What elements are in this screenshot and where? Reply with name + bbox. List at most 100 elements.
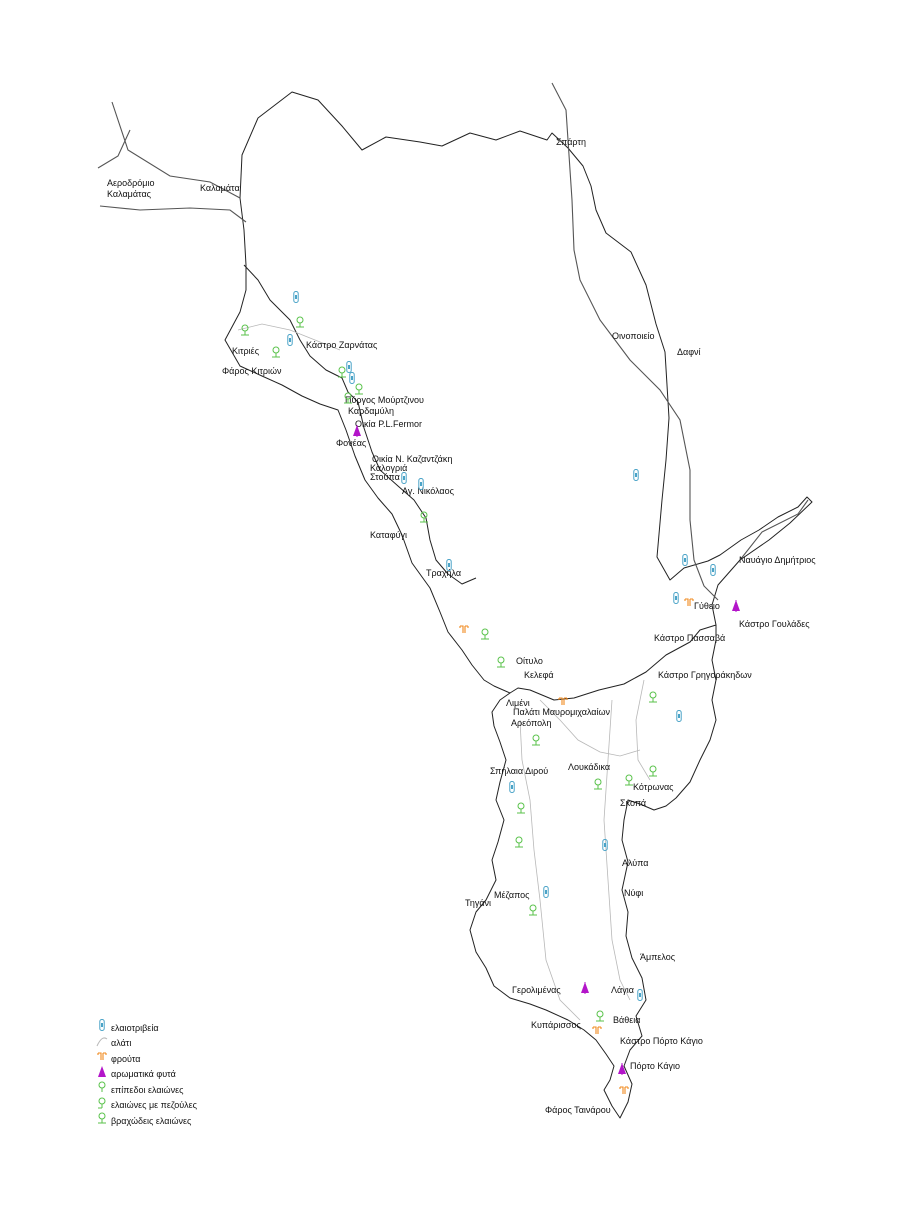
legend-item: αρωματικά φυτά	[96, 1065, 197, 1084]
flat-olive-grove-icon	[96, 1080, 111, 1099]
road-west-airport	[97, 129, 131, 169]
legend-label: επίπεδοι ελαιώνες	[111, 1084, 184, 1095]
place-label: Σπήλαια Διρού	[490, 766, 548, 776]
place-label: Νύφι	[624, 888, 643, 898]
olive-press-icon	[346, 361, 352, 373]
rocky-olive-grove-icon	[96, 1111, 111, 1130]
legend-item: βραχώδεις ελαιώνες	[96, 1111, 197, 1130]
place-label: Ναυάγιο Δημήτριος	[739, 555, 816, 565]
olive-grove-icon	[648, 691, 658, 703]
olive-press-icon	[509, 781, 515, 793]
aromatic-plant-icon	[96, 1065, 111, 1084]
place-label: Καρδαμύλη	[348, 406, 394, 416]
olive-press-icon	[293, 291, 299, 303]
salt-route-5	[635, 679, 651, 781]
place-label: Οικία Ν. Καζαντζάκη	[372, 454, 452, 464]
place-label: Καταφύγι	[370, 530, 407, 540]
map-symbols	[240, 291, 741, 1095]
place-label: Τηγάνι	[465, 898, 491, 908]
legend-item: αλάτι	[96, 1036, 197, 1052]
olive-press-icon	[637, 989, 643, 1001]
legend-label: αρωματικά φυτά	[111, 1069, 176, 1080]
olive-grove-icon	[516, 802, 526, 814]
place-label: Κάστρο Γρηγοράκηδων	[658, 670, 752, 680]
olive-grove-icon	[240, 324, 250, 336]
olive-grove-icon	[496, 656, 506, 668]
place-label: Αλύπα	[622, 858, 649, 868]
olive-grove-icon	[595, 1010, 605, 1022]
olive-press-icon	[602, 839, 608, 851]
place-label: Άμπελος	[640, 952, 676, 962]
place-label: Παλάτι Μαυρομιχαλαίων	[513, 707, 611, 717]
olive-grove-icon	[531, 734, 541, 746]
place-label: Μέζαπος	[494, 890, 530, 900]
place-label: Καλαμάτας	[107, 189, 152, 199]
salt-route-4	[603, 699, 631, 1001]
olive-press-icon	[710, 564, 716, 576]
place-label: Βάθεια	[613, 1015, 640, 1025]
place-label: Φάρος Ταινάρου	[545, 1105, 611, 1115]
fruit-icon	[592, 1026, 602, 1035]
terraced-olive-grove-icon	[96, 1096, 111, 1115]
salt-route-icon	[96, 1034, 111, 1053]
legend-label: ελαιώνες με πεζούλες	[111, 1100, 198, 1111]
place-label: Αγ. Νικόλαος	[402, 486, 455, 496]
place-label: Κυπάρισσος	[531, 1020, 581, 1030]
place-label: Λουκάδικα	[568, 762, 610, 772]
olive-grove-icon	[593, 778, 603, 790]
aromatic-plant-icon	[731, 599, 741, 613]
place-label: Φονέας	[336, 438, 367, 448]
place-labels: ΣπάρτηΑεροδρόμιοΚαλαμάταςΚαλαμάταΚάστρο …	[107, 137, 816, 1115]
olive-press-icon	[287, 334, 293, 346]
place-label: Οικία P.L.Fermor	[355, 419, 422, 429]
legend: ελαιοτριβεία αλάτι φρούτα αρωματικά φυτά επί…	[96, 1019, 198, 1130]
olive-grove-icon	[295, 316, 305, 328]
place-label: Σπάρτη	[556, 137, 586, 147]
place-label: Στούπα	[370, 472, 400, 482]
west-shore-detail	[243, 264, 477, 585]
place-label: Δαφνί	[677, 347, 701, 357]
legend-label: φρούτα	[111, 1053, 141, 1064]
olive-press-icon	[633, 469, 639, 481]
place-label: Οίτυλο	[516, 656, 543, 666]
aromatic-plant-icon	[580, 981, 590, 995]
legend-label: αλάτι	[111, 1038, 132, 1049]
olive-press-icon	[401, 472, 407, 484]
salt-route-3	[519, 719, 581, 1021]
legend-label: ελαιοτριβεία	[111, 1022, 159, 1033]
olive-grove-icon	[528, 904, 538, 916]
place-label: Λιμένι	[506, 698, 530, 708]
road-east	[739, 499, 809, 561]
legend-item: ελαιώνες με πεζούλες	[96, 1096, 198, 1115]
fruit-icon	[96, 1049, 111, 1068]
place-label: Γύθειο	[694, 601, 720, 611]
olive-grove-icon	[480, 628, 490, 640]
road-sparti-gythio	[551, 82, 719, 601]
place-label: Αρεόπολη	[511, 718, 551, 728]
olive-grove-icon	[624, 774, 634, 786]
fruit-icon	[684, 598, 694, 607]
place-label: Κάστρο Γουλάδες	[739, 619, 810, 629]
place-label: Καλαμάτα	[200, 183, 240, 193]
legend-item: φρούτα	[96, 1051, 197, 1067]
olive-press-icon	[673, 592, 679, 604]
south-mani-coast	[469, 625, 717, 1119]
fruit-icon	[459, 625, 469, 634]
road-kalamata-sparti	[111, 101, 241, 199]
place-label: Γερολιμένας	[512, 985, 561, 995]
place-label: Καλογριά	[370, 463, 407, 473]
place-label: Πύργος Μούρτζινου	[345, 395, 424, 405]
place-label: Τραχήλα	[426, 568, 461, 578]
legend-label: βραχώδεις ελαιώνες	[111, 1115, 192, 1126]
olive-grove-icon	[337, 366, 347, 378]
olive-grove-icon	[271, 346, 281, 358]
legend-item: επίπεδοι ελαιώνες	[96, 1080, 197, 1099]
olive-press-icon	[682, 554, 688, 566]
place-label: Λάγια	[611, 985, 634, 995]
place-label: Φάρος Κιτριών	[222, 366, 282, 376]
place-label: Σκοπά	[620, 798, 646, 808]
fruit-icon	[619, 1086, 629, 1095]
olive-press-icon	[349, 372, 355, 384]
place-label: Κελεφά	[524, 670, 554, 680]
